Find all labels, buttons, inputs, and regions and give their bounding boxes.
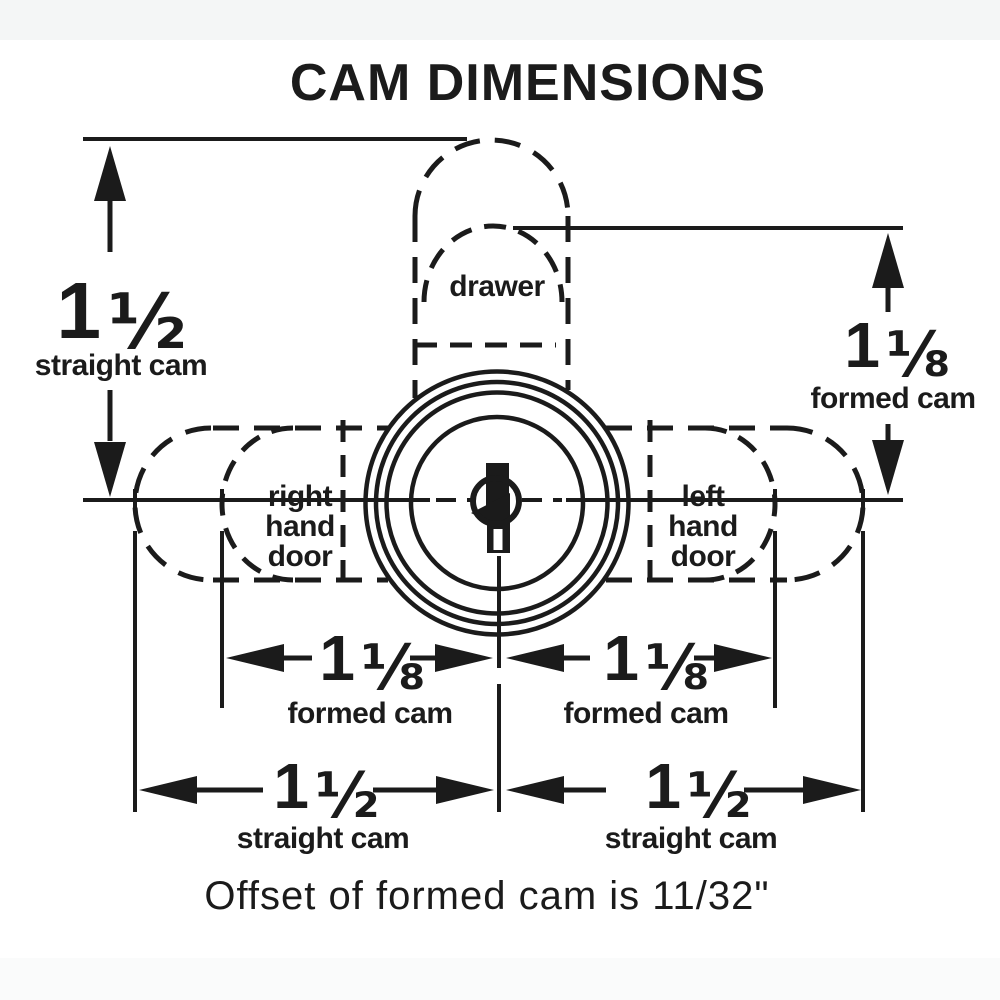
- dimension-label: formed cam: [810, 382, 975, 415]
- drawer-formed-cam-arc: [421, 223, 565, 303]
- dimension-formed-cam-left: 1 ⅛ formed cam: [226, 622, 493, 730]
- arrow-left-icon: [226, 644, 284, 672]
- dimension-label: formed cam: [563, 697, 728, 730]
- dimension-value-whole: 1: [844, 309, 880, 381]
- drawer-cam-outline: drawer: [412, 137, 571, 398]
- dimension-value-fraction: ⅛: [361, 631, 425, 704]
- scan-band-bottom: [0, 958, 1000, 1000]
- svg-text:door: door: [671, 540, 736, 573]
- dimension-label: straight cam: [35, 349, 207, 382]
- dimension-left-vertical: 1 ½ straight cam: [35, 146, 208, 497]
- dimension-value-whole: 1: [57, 266, 102, 355]
- dimension-label: straight cam: [237, 822, 409, 855]
- straight-cam-end-arc-left: [132, 425, 212, 583]
- drawer-straight-cam-arc: [412, 137, 571, 217]
- dimension-straight-cam-right: 1 ½ straight cam: [506, 750, 861, 855]
- arrow-up-icon: [94, 146, 126, 201]
- svg-text:hand: hand: [265, 510, 335, 543]
- arrow-right-icon: [714, 644, 772, 672]
- right-hand-door-label: right hand door: [265, 480, 335, 573]
- keyhole-icon: [470, 463, 522, 553]
- witness-lines: [133, 489, 865, 812]
- dimension-straight-cam-left: 1 ½ straight cam: [139, 750, 494, 855]
- arrow-right-icon: [803, 776, 861, 804]
- left-hand-door-label: left hand door: [668, 480, 738, 573]
- offset-note: Offset of formed cam is 11/32": [204, 874, 769, 918]
- dimension-right-vertical: 1 ⅛ formed cam: [810, 233, 976, 495]
- drawer-label: drawer: [449, 270, 545, 303]
- arrow-down-icon: [94, 442, 126, 497]
- page-title: CAM DIMENSIONS: [290, 54, 766, 112]
- svg-text:hand: hand: [668, 510, 738, 543]
- dimension-value-whole: 1: [319, 622, 355, 694]
- dimension-label: formed cam: [287, 697, 452, 730]
- keyhole-slot-notch: [493, 529, 503, 550]
- arrow-up-icon: [872, 233, 904, 288]
- dimension-value-whole: 1: [273, 750, 309, 822]
- scan-band-top: [0, 0, 1000, 40]
- dimension-value-fraction: ½: [315, 759, 379, 832]
- dimension-value-whole: 1: [603, 622, 639, 694]
- door-cam-outlines: right hand door left hand door: [132, 420, 866, 586]
- dimension-value-fraction: ½: [108, 277, 187, 366]
- dimension-label: straight cam: [605, 822, 777, 855]
- arrow-down-icon: [872, 440, 904, 495]
- arrow-left-icon: [139, 776, 197, 804]
- dimension-formed-cam-right: 1 ⅛ formed cam: [506, 622, 772, 730]
- arrow-left-icon: [506, 644, 564, 672]
- dimension-value-fraction: ⅛: [645, 631, 709, 704]
- arrow-right-icon: [435, 644, 493, 672]
- reference-lines: [83, 137, 903, 230]
- arrow-right-icon: [436, 776, 494, 804]
- dimension-value-fraction: ½: [687, 759, 751, 832]
- straight-cam-end-arc-right: [786, 425, 866, 583]
- svg-text:door: door: [268, 540, 333, 573]
- svg-text:left: left: [682, 480, 726, 513]
- dimension-value-fraction: ⅛: [886, 318, 950, 391]
- arrow-left-icon: [506, 776, 564, 804]
- svg-text:right: right: [268, 480, 333, 513]
- dimension-value-whole: 1: [645, 750, 681, 822]
- centerlines: [83, 498, 903, 812]
